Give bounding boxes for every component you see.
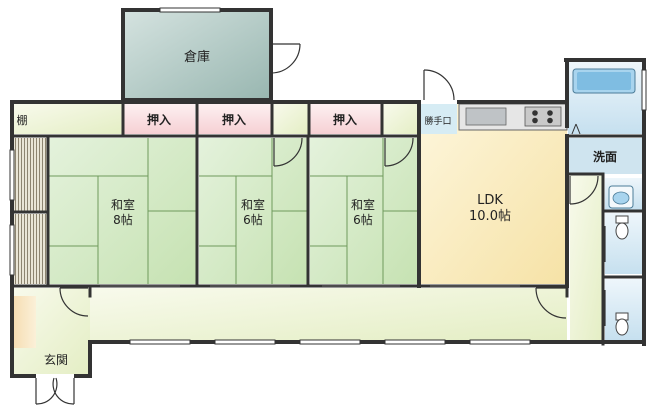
toilet-icon [615,215,629,240]
windows [9,7,647,345]
right-corridor-floor [570,170,603,340]
storage-label: 倉庫 [184,50,210,65]
tatami-room-6b-size: 6帖 [353,212,373,227]
closet-1 [124,104,195,134]
closet-2 [198,104,271,134]
tatami-room-6a-name: 和室 [241,197,265,212]
washroom-label: 洗面 [593,149,617,164]
back-door-area [421,104,457,134]
closet-3 [310,104,381,134]
tatami-room-8-size: 8帖 [113,212,133,227]
back-door-label: 勝手口 [424,115,451,127]
entrance-step [14,296,36,348]
kitchen-counter [458,103,568,131]
shelf-label: 棚 [17,113,28,127]
left-closet-upper [14,138,48,211]
tatami-room-8-name: 和室 [111,197,135,212]
tatami-mat-lines [48,138,418,284]
closet-1-label: 押入 [147,112,171,127]
closet-strip-floor [273,104,308,134]
ldk-name: LDK [477,193,503,208]
bathtub-icon [572,68,636,94]
storage-room [123,10,271,100]
stove-icon [524,106,562,127]
entrance-label: 玄関 [44,352,68,367]
hallway-floor [90,288,567,340]
ldk-size: 10.0帖 [469,209,511,224]
toilet-icon [615,312,629,336]
shelf-area [14,104,122,134]
door-swings [35,43,599,405]
bath-door-mark [571,123,581,135]
closet-strip-floor-2 [383,104,419,134]
closet-3-label: 押入 [333,112,357,127]
tatami-room-6a-size: 6帖 [243,212,263,227]
washbasin-icon [608,185,634,209]
tatami-room-6b-name: 和室 [351,197,375,212]
washroom-floor [568,138,642,174]
closet-2-label: 押入 [222,112,246,127]
sink-icon [465,107,507,126]
left-closet-lower [14,214,48,284]
